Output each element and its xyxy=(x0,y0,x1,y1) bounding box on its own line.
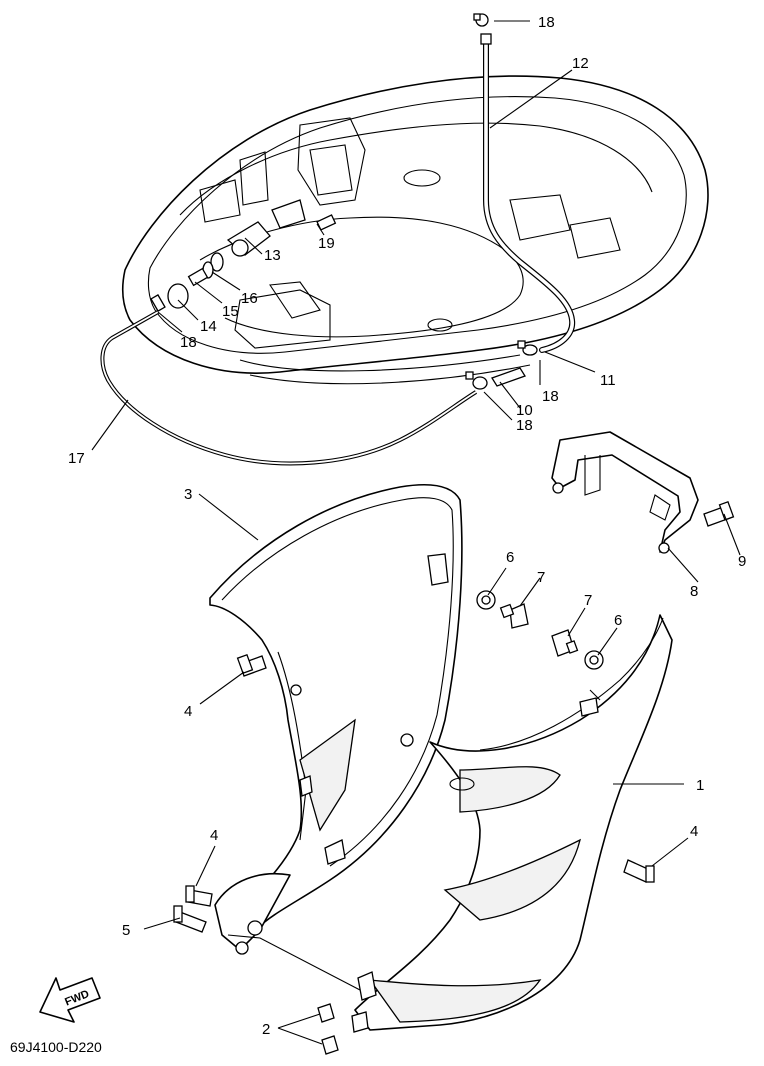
callout-18c: 18 xyxy=(542,388,559,405)
bolts xyxy=(173,653,655,933)
callout-7b: 7 xyxy=(584,592,592,609)
callout-14: 14 xyxy=(200,318,217,335)
grommets-and-collars xyxy=(476,590,604,670)
bottom-cowling-upper xyxy=(121,75,709,385)
callout-17: 17 xyxy=(68,450,85,467)
nuts-2 xyxy=(317,1003,339,1055)
callout-16: 16 xyxy=(241,290,258,307)
callout-8: 8 xyxy=(690,583,698,600)
callout-labels: 1 2 3 4 4 4 5 6 6 7 7 8 9 10 11 12 13 14… xyxy=(68,14,746,1038)
callout-4b: 4 xyxy=(210,827,218,844)
cowling-port-3 xyxy=(209,484,463,936)
drawing-code: 69J4100-D220 xyxy=(10,1039,102,1055)
callout-1: 1 xyxy=(696,777,704,794)
clamps-and-fittings xyxy=(465,13,538,390)
callout-15: 15 xyxy=(222,303,239,320)
hose-12 xyxy=(480,33,576,353)
callout-4c: 4 xyxy=(690,823,698,840)
callout-11: 11 xyxy=(600,372,616,389)
callout-13: 13 xyxy=(264,247,281,264)
fwd-arrow-icon: FWD xyxy=(39,977,101,1023)
callout-6b: 6 xyxy=(614,612,622,629)
bolt-9 xyxy=(703,500,735,527)
callout-7a: 7 xyxy=(537,569,545,586)
leader-lines xyxy=(91,20,741,1045)
hose-17 xyxy=(100,310,478,466)
callout-2: 2 xyxy=(262,1021,270,1038)
bracket-8 xyxy=(551,431,699,554)
callout-19: 19 xyxy=(318,235,335,252)
callout-3: 3 xyxy=(184,486,192,503)
callout-12: 12 xyxy=(572,55,589,72)
callout-9: 9 xyxy=(738,553,746,570)
callout-5: 5 xyxy=(122,922,130,939)
callout-6a: 6 xyxy=(506,549,514,566)
cowling-starboard-1 xyxy=(354,614,673,1031)
callout-18d: 18 xyxy=(516,417,533,434)
lower-trim xyxy=(214,873,377,1033)
fittings-cluster xyxy=(150,199,337,312)
callout-10: 10 xyxy=(516,402,533,419)
callout-18b: 18 xyxy=(180,334,197,351)
callout-4a: 4 xyxy=(184,703,192,720)
callout-18a: 18 xyxy=(538,14,555,31)
